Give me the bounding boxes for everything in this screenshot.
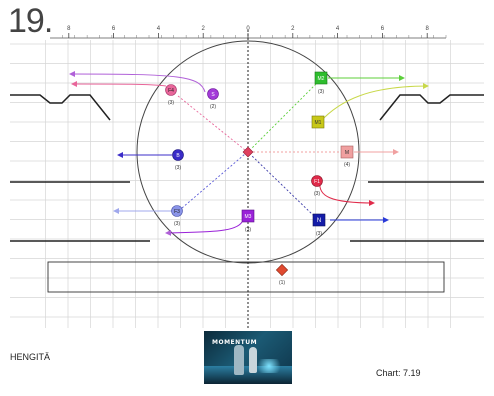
svg-text:M3: M3 <box>245 214 252 220</box>
arrow-s <box>69 71 206 93</box>
connector-n <box>250 154 315 217</box>
svg-text:(2): (2) <box>210 104 216 110</box>
marker-center <box>242 146 254 158</box>
ruler-tick-label: 4 <box>336 26 340 32</box>
ruler-tick-label: 0 <box>246 26 250 32</box>
svg-text:(4): (4) <box>344 162 350 168</box>
marker-m: M (4) <box>340 145 354 168</box>
thumbnail-figure <box>234 345 244 375</box>
boards <box>10 94 484 242</box>
marker-bottom: (1) <box>275 263 289 286</box>
svg-text:(3): (3) <box>316 231 322 237</box>
marker-f1: F1 (3) <box>311 175 323 197</box>
svg-text:B: B <box>176 153 180 159</box>
svg-text:N: N <box>317 218 321 224</box>
center-connectors <box>177 83 340 217</box>
ruler-tick-label: 4 <box>157 26 161 32</box>
momentum-thumbnail: MOMENTUM <box>204 331 292 384</box>
left-board-top <box>10 94 111 121</box>
marker-s: S (2) <box>207 88 219 110</box>
thumbnail-logo-text: MOMENTUM <box>212 339 258 346</box>
ruler-tick-label: 6 <box>381 26 385 32</box>
marker-m3: M3 (3) <box>241 209 255 233</box>
arrow-f4 <box>71 81 167 88</box>
marker-n: N (3) <box>312 213 326 237</box>
svg-text:F3: F3 <box>174 209 180 215</box>
ruler-tick-label: 2 <box>291 26 295 32</box>
marker-f3: F3 (3) <box>171 205 183 227</box>
arrow-m1 <box>319 83 429 123</box>
svg-text:S: S <box>211 92 215 98</box>
ruler-tick-label: 6 <box>112 26 116 32</box>
arrow-m3 <box>165 221 243 236</box>
ruler-tick-label: 2 <box>202 26 206 32</box>
movement-arrows <box>69 71 429 236</box>
svg-text:F4: F4 <box>168 88 174 94</box>
svg-text:(3): (3) <box>245 227 251 233</box>
connector-f3 <box>181 153 246 209</box>
svg-text:(3): (3) <box>168 100 174 106</box>
svg-text:(3): (3) <box>175 165 181 171</box>
footer-label: HENGITÄ <box>10 352 51 362</box>
svg-text:(3): (3) <box>318 89 324 95</box>
grid-lines <box>10 40 484 328</box>
page-number: 19. <box>8 2 53 40</box>
svg-text:(3): (3) <box>174 221 180 227</box>
thumbnail-figure-2 <box>249 347 257 373</box>
chart-number-label: Chart: 7.19 <box>376 368 421 378</box>
marker-b: B (3) <box>172 149 184 171</box>
ruler-tick-label: 8 <box>426 26 430 32</box>
svg-text:M: M <box>345 150 349 156</box>
ruler-tick-label: 8 <box>67 26 71 32</box>
marker-m2: M2 (3) <box>314 71 328 95</box>
svg-text:(3): (3) <box>314 191 320 197</box>
connector-m2 <box>250 83 317 150</box>
svg-text:M1: M1 <box>315 120 322 126</box>
marker-f4: F4 (3) <box>165 84 177 106</box>
thumbnail-glow <box>254 359 284 373</box>
stage-rect <box>47 261 445 293</box>
svg-text:F1: F1 <box>314 179 320 185</box>
svg-text:M2: M2 <box>318 76 325 82</box>
right-board-top <box>379 94 484 121</box>
svg-text:(1): (1) <box>279 280 285 286</box>
marker-m1: M1 <box>311 115 325 129</box>
